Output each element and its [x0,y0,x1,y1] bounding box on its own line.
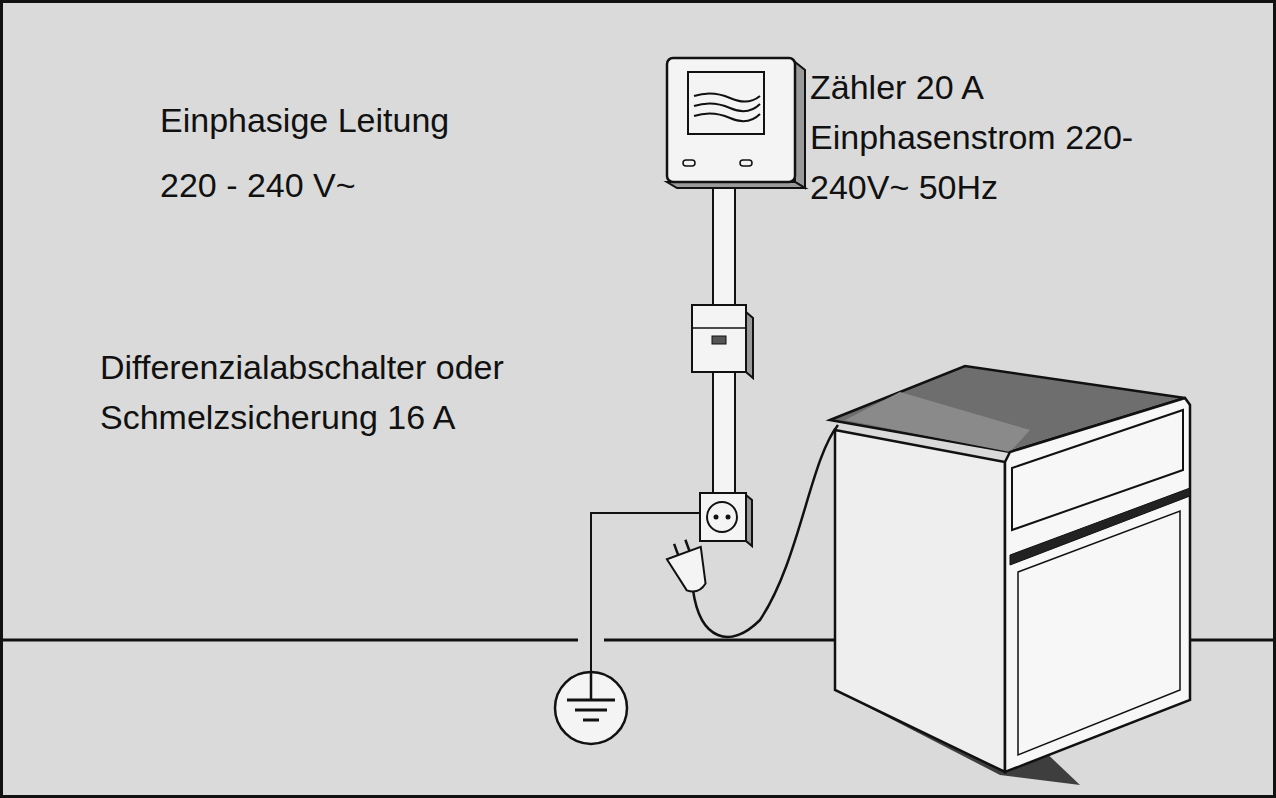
power-cable [693,425,838,637]
oven [830,366,1190,772]
annotation-label: Zähler 20 A Einphasenstrom 220-240V~ 50H… [810,62,1145,212]
wall-socket [700,493,752,546]
breaker-box [692,305,753,378]
power-plug [663,536,715,597]
annotation-label: 220 - 240 V~ [160,160,580,210]
ground-wire [591,513,700,672]
annotation-label: Einphasige Leitung [160,95,580,145]
annotation-label: Differenzialabschalter oder Schmelzsiche… [100,342,645,442]
meter-box [667,58,805,188]
ground-symbol [555,672,627,744]
